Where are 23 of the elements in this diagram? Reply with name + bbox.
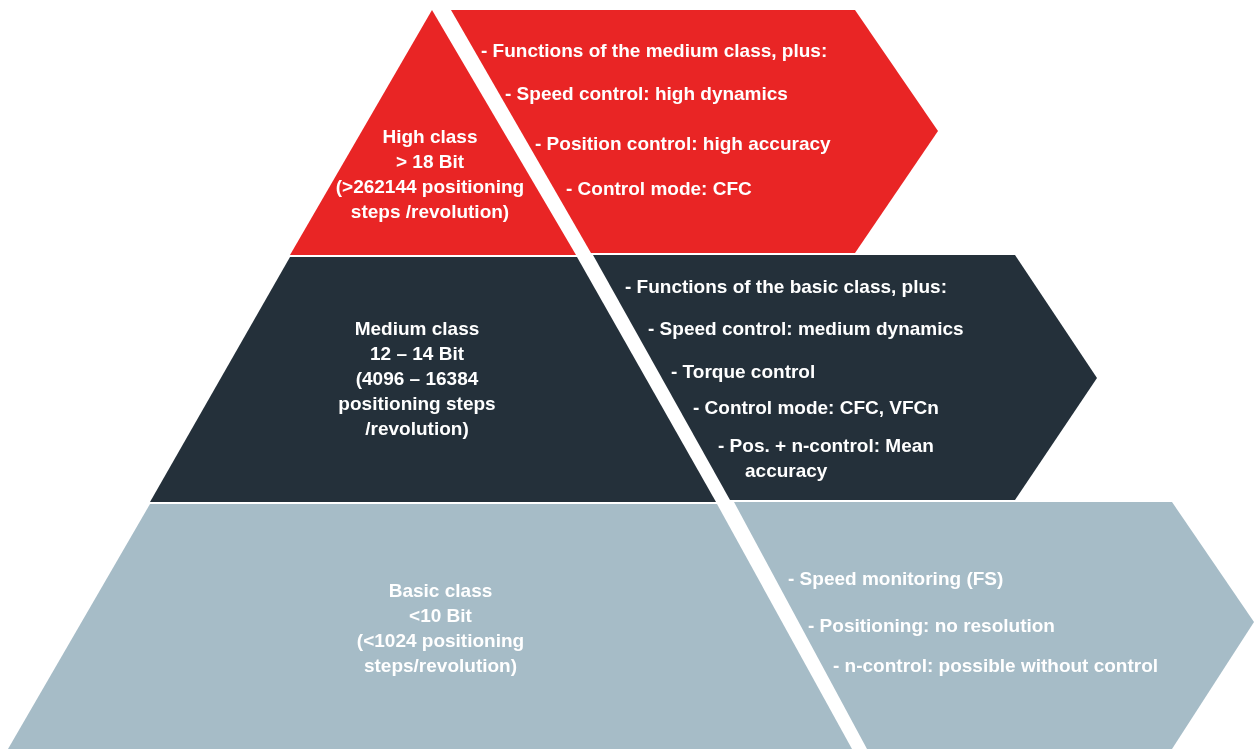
- feature-item: - Positioning: no resolution: [808, 614, 1055, 638]
- resolution-note: (<1024 positioning steps/revolution): [355, 629, 526, 678]
- tier-title: Medium class: [353, 317, 481, 341]
- feature-item: - Functions of the basic class, plus:: [625, 275, 947, 299]
- feature-item: - Torque control: [671, 360, 816, 384]
- feature-item: - n-control: possible without control: [833, 654, 1159, 678]
- feature-item: - Position control: high accuracy: [535, 132, 831, 156]
- resolution-note: (4096 – 16384 positioning steps /revolution): [337, 367, 497, 441]
- feature-item: - Pos. + n-control: Mean accuracy: [718, 434, 935, 483]
- bit-resolution: > 18 Bit: [394, 150, 466, 174]
- resolution-note: (>262144 positioning steps /revolution): [334, 175, 526, 224]
- feature-item: - Speed control: high dynamics: [505, 82, 788, 106]
- arrow-band: [734, 502, 1254, 749]
- tier-title: Basic class: [387, 579, 494, 603]
- feature-item: - Functions of the medium class, plus:: [481, 39, 828, 63]
- feature-item: - Control mode: CFC: [566, 177, 752, 201]
- tier-title: High class: [381, 125, 479, 149]
- bit-resolution: <10 Bit: [408, 604, 473, 628]
- feature-item: - Speed control: medium dynamics: [648, 317, 964, 341]
- arrow-band: [593, 255, 1097, 500]
- bit-resolution: 12 – 14 Bit: [369, 342, 465, 366]
- feature-item: - Speed monitoring (FS): [788, 567, 1004, 591]
- feature-item: - Control mode: CFC, VFCn: [693, 396, 939, 420]
